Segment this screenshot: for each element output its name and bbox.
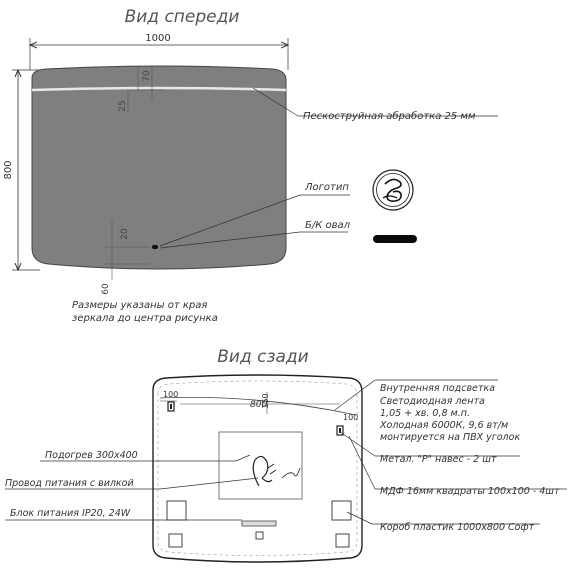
- dim-band-width-label: 25: [118, 100, 128, 111]
- front-band-dimensions: 70 25: [118, 66, 165, 112]
- front-mirror-body: [31, 65, 287, 270]
- back-dim-100-right: 100: [343, 413, 358, 422]
- socket-icon: [255, 531, 264, 540]
- heating-pad: [218, 431, 303, 500]
- back-inner-outline: [157, 380, 358, 556]
- dim-top-band-label: 70: [142, 70, 152, 82]
- label-led-4: монтируется на ПВХ уголок: [380, 432, 520, 443]
- oval-sample-icon: [373, 235, 417, 243]
- front-height-label: 800: [3, 160, 14, 179]
- hanger-left-icon: [167, 401, 175, 412]
- back-dim-100-left: 100: [163, 390, 178, 399]
- front-width-dimension: 1000: [30, 33, 288, 70]
- label-sandblast: Пескоструйная абработка 25 мм: [303, 110, 476, 122]
- note-line-2: зеркала до центра рисунка: [72, 313, 218, 324]
- back-leaders: [5, 379, 567, 525]
- logo-icon: [372, 169, 414, 211]
- back-dim-800: 800: [250, 400, 267, 410]
- back-dim-150: 150: [261, 393, 270, 408]
- label-heating: Подогрев 300х400: [45, 450, 138, 461]
- led-strip: [159, 396, 357, 416]
- label-led-2: 1,05 + хв. 0,8 м.п.: [380, 408, 470, 419]
- label-led-3: Холодная 6000К, 9,6 вт/м: [379, 420, 508, 431]
- label-led-1: Светодиодная лента: [380, 396, 485, 407]
- front-leaders: [159, 87, 498, 249]
- label-oval: Б/К овал: [305, 220, 351, 231]
- front-width-label: 1000: [145, 33, 170, 44]
- front-view-title: Вид спереди: [125, 7, 240, 27]
- label-mdf: МДФ 16мм квадраты 100х100 - 4шт: [380, 486, 560, 497]
- dim-oval-bottom-label: 60: [101, 283, 111, 295]
- power-supply-unit: [241, 520, 277, 527]
- label-inner-light: Внутренняя подсветка: [380, 383, 495, 394]
- front-oval-mark: [152, 245, 158, 249]
- label-cable: Провод питания с вилкой: [5, 478, 134, 489]
- front-oval-dimensions: 20 60: [101, 220, 150, 295]
- hanger-right-icon: [336, 425, 344, 436]
- dim-oval-up-label: 20: [120, 228, 130, 240]
- label-box: Короб пластик 1000х800 Софт: [380, 522, 535, 533]
- back-dimensions: [160, 392, 340, 414]
- power-cable-icon: [252, 455, 301, 487]
- front-height-dimension: 800: [3, 70, 40, 270]
- note-line-1: Размеры указаны от края: [72, 300, 207, 311]
- back-view-title: Вид сзади: [217, 347, 308, 367]
- label-psu: Блок питания IP20, 24W: [10, 508, 131, 519]
- label-logo: Логотип: [304, 182, 349, 193]
- label-hanger: Метал. "Р" навес - 2 шт: [380, 454, 497, 465]
